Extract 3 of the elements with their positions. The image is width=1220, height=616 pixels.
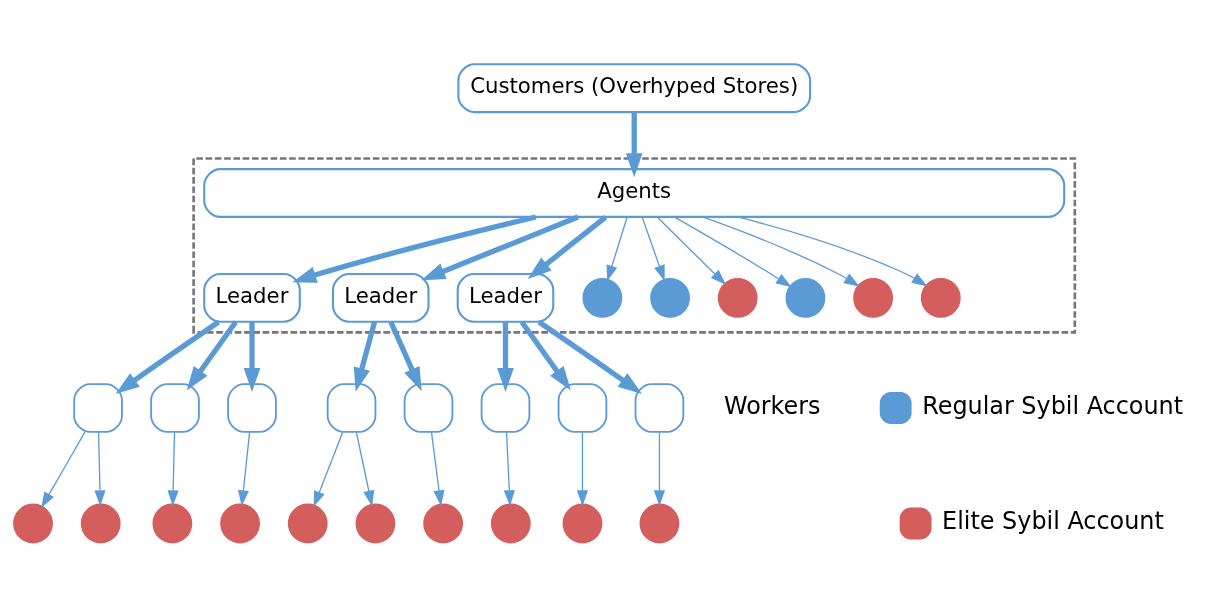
legend-label: Elite Sybil Account bbox=[942, 506, 1164, 535]
label: Workers bbox=[723, 391, 821, 420]
legend-label: Regular Sybil Account bbox=[922, 391, 1184, 420]
